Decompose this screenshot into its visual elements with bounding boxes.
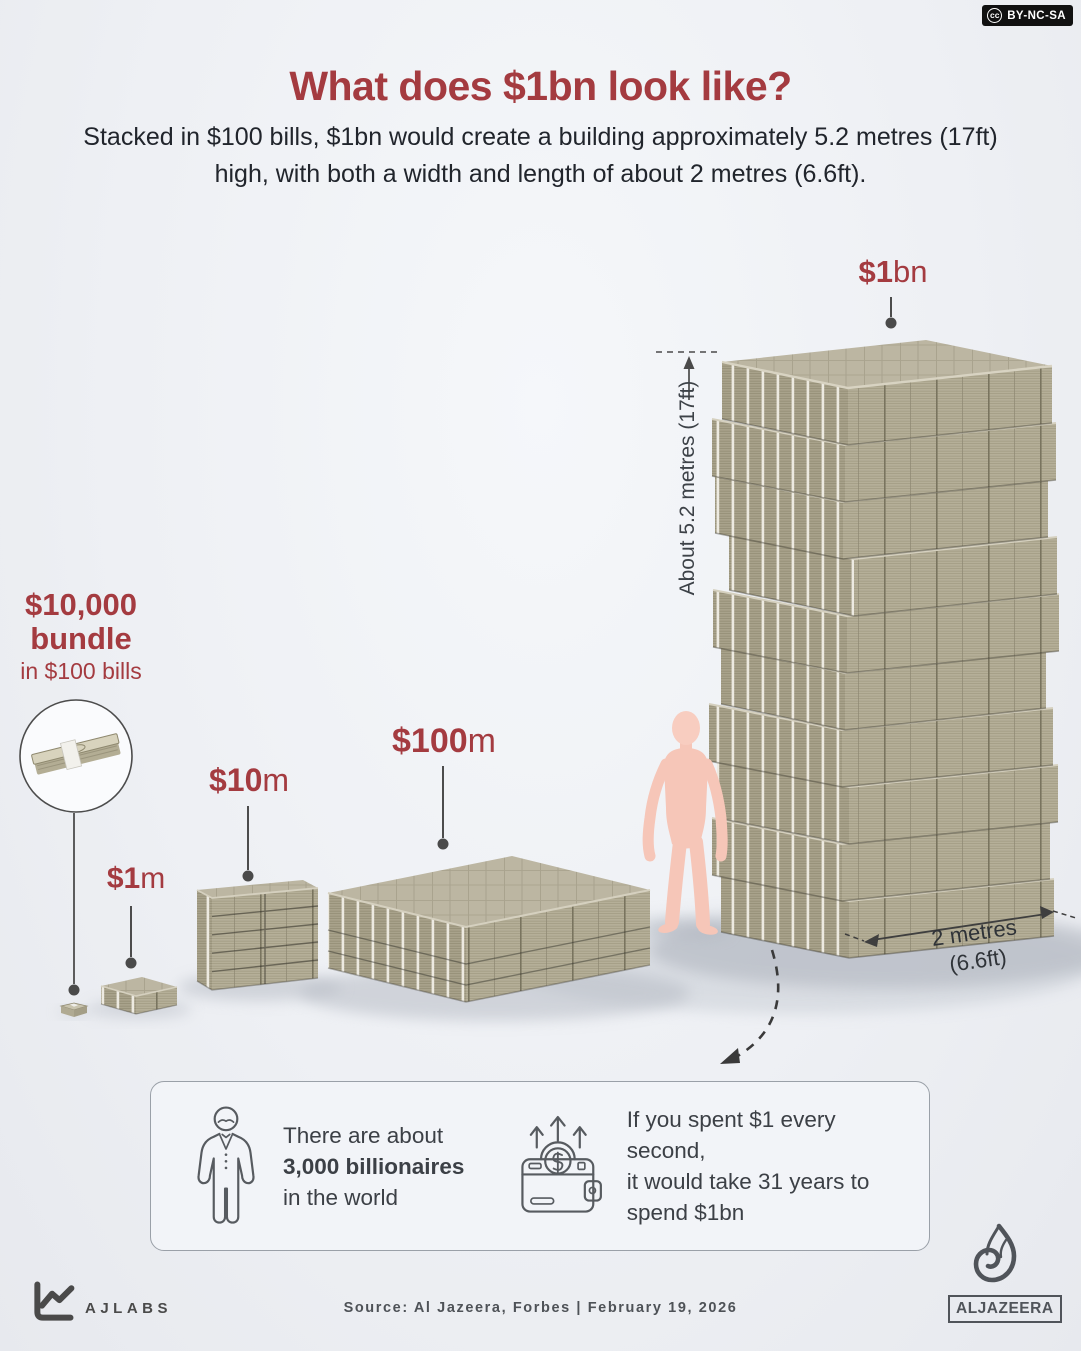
label-100m: $100m xyxy=(392,722,496,760)
fact-spending-text: If you spent $1 every second, it would t… xyxy=(626,1107,870,1225)
label-10k-bundle: $10,000 bundle in $100 bills xyxy=(20,588,141,686)
ajlabs-chart-icon xyxy=(34,1281,75,1321)
bundle-10k xyxy=(59,1002,89,1017)
fact-billionaires-text: There are about 3,000 billionaires in th… xyxy=(283,1122,465,1210)
width-measure-marks xyxy=(844,906,1077,947)
facts-panel: There are about 3,000 billionaires in th… xyxy=(150,1081,930,1251)
source-attribution: Source: Al Jazeera, Forbes | February 19… xyxy=(343,1300,738,1316)
stack-1bn-tower xyxy=(708,340,1060,959)
width-measure-label: 2 metres (6.6ft) xyxy=(929,914,1019,977)
wallet-icon xyxy=(521,1115,603,1213)
aljazeera-logo: ALJAZEERA xyxy=(948,1222,1062,1323)
label-1bn: $1bn xyxy=(858,254,928,289)
label-10k-line3: in $100 bills xyxy=(20,658,142,684)
label-10k-line2: bundle xyxy=(30,621,132,656)
page-subtitle: Stacked in $100 bills, $1bn would create… xyxy=(83,123,998,188)
fact-billionaires: There are about 3,000 billionaires in th… xyxy=(193,1103,514,1229)
license-label: BY-NC-SA xyxy=(1007,9,1066,22)
stack-10m xyxy=(196,880,319,991)
cc-icon: cc xyxy=(987,8,1003,23)
curved-arrow xyxy=(720,949,780,1064)
stack-100m xyxy=(327,856,651,1003)
bundle-callout-circle xyxy=(19,699,133,996)
license-badge: cc BY-NC-SA xyxy=(982,5,1073,26)
leader-dots xyxy=(125,317,897,969)
ajlabs-logo: AJLABS xyxy=(30,1280,172,1324)
height-measure-label: About 5.2 metres (17ft) xyxy=(676,380,699,596)
human-figure xyxy=(642,711,728,935)
fact-spending: If you spent $1 every second, it would t… xyxy=(514,1103,887,1229)
page-title: What does $1bn look like? xyxy=(289,63,792,110)
billionaire-icon xyxy=(197,1106,255,1224)
label-10k-line1: $10,000 xyxy=(24,587,138,622)
label-10m: $10m xyxy=(208,762,290,798)
label-1m: $1m xyxy=(106,862,166,895)
ajlabs-wordmark: AJLABS xyxy=(85,1299,173,1317)
aljazeera-wordmark: ALJAZEERA xyxy=(948,1295,1062,1323)
height-measure-marks xyxy=(656,351,719,400)
aljazeera-flame-icon xyxy=(973,1223,1017,1283)
leader-lines xyxy=(130,297,892,957)
stack-1m xyxy=(100,977,178,1015)
